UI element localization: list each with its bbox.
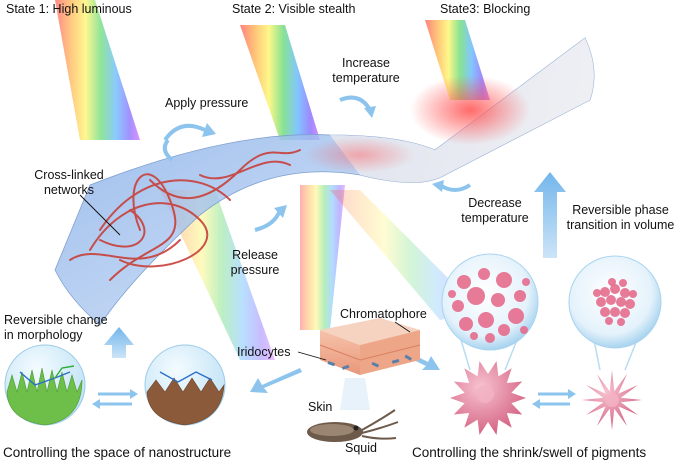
- increase-temperature-label: Increase temperature: [316, 56, 416, 86]
- pigment-granule: [485, 333, 495, 343]
- pigment-granule: [467, 287, 485, 305]
- pigment-cell-nucleus: [605, 393, 619, 407]
- decrease-temp-arrow: [440, 185, 470, 190]
- pigment-granule: [600, 307, 610, 317]
- increase-temperature-line-1: Increase: [316, 56, 416, 71]
- pigment-granule: [459, 317, 473, 331]
- crosslinked-networks-label: Cross-linked networks: [24, 168, 114, 198]
- crosslinked-line-2: networks: [24, 183, 114, 198]
- reversible-morphology-label: Reversible change in morphology: [4, 313, 108, 343]
- reversible-arrows-left: [92, 389, 138, 409]
- pigment-granule: [605, 317, 613, 325]
- reversible-morphology-line-2: in morphology: [4, 328, 108, 343]
- state-2-label: State 2: Visible stealth: [232, 2, 355, 17]
- decrease-temperature-line-2: temperature: [450, 211, 540, 226]
- apply-pressure-label: Apply pressure: [165, 96, 248, 111]
- pigment-granule: [629, 290, 637, 298]
- pigment-cell-shrunk: [582, 370, 642, 430]
- state-1-label: State 1: High luminous: [6, 2, 132, 17]
- increase-arrowhead: [364, 106, 376, 118]
- pigment-granule: [496, 272, 512, 288]
- light-beam-1: [55, 0, 140, 140]
- pigment-granule: [498, 324, 510, 336]
- pigment-cell-nucleus: [476, 385, 494, 403]
- pigment-granule: [520, 326, 528, 334]
- pigment-granule: [491, 293, 505, 307]
- pigment-granule: [593, 289, 601, 297]
- pigment-granule: [620, 288, 630, 298]
- iridocytes-label: Iridocytes: [237, 345, 291, 360]
- pigment-granule: [478, 312, 494, 328]
- pigment-granule: [508, 308, 524, 324]
- pigment-granule: [470, 332, 478, 340]
- increase-temperature-line-2: temperature: [316, 71, 416, 86]
- pigment-cell-swollen: [450, 361, 526, 435]
- pigment-granule: [620, 308, 630, 318]
- crosslinked-line-1: Cross-linked: [24, 168, 114, 183]
- state-3-label: State3: Blocking: [440, 2, 530, 17]
- decrease-temperature-label: Decrease temperature: [450, 196, 540, 226]
- pigment-granule: [610, 307, 620, 317]
- release-pressure-line-1: Release: [220, 248, 290, 263]
- pigment-granule: [457, 275, 471, 289]
- chromatophore-label: Chromatophore: [340, 307, 427, 322]
- pigment-granule: [448, 290, 456, 298]
- blocking-red-glow: [410, 75, 530, 145]
- reversible-phase-label: Reversible phase transition in volume: [558, 203, 683, 233]
- pigment-granule: [596, 297, 606, 307]
- decrease-temperature-line-1: Decrease: [450, 196, 540, 211]
- pigment-granule: [625, 299, 635, 309]
- pigment-granule: [606, 295, 616, 305]
- pigment-granule: [619, 279, 627, 287]
- pigment-granule: [452, 300, 464, 312]
- morphology-arrow: [104, 327, 134, 358]
- pigment-granule: [600, 287, 610, 297]
- squid-label: Squid: [345, 441, 377, 456]
- pigment-granule: [608, 278, 616, 286]
- left-caption: Controlling the space of nanostructure: [3, 445, 231, 460]
- right-caption: Controlling the shrink/swell of pigments: [412, 445, 646, 460]
- stealth-red-glow: [305, 137, 415, 173]
- pigment-granule: [616, 297, 626, 307]
- arrow-to-nanostructure: [250, 368, 302, 393]
- light-beam-2-lower: [300, 185, 345, 330]
- reversible-phase-line-1: Reversible phase: [558, 203, 683, 218]
- pigment-granule: [514, 290, 526, 302]
- light-beam-2: [240, 25, 320, 140]
- pigment-granule: [478, 268, 490, 280]
- release-pressure-line-2: pressure: [220, 263, 290, 278]
- skin-block: [320, 318, 420, 375]
- reversible-arrows-right: [532, 389, 576, 409]
- pigment-granule: [617, 318, 625, 326]
- reversible-phase-line-2: transition in volume: [558, 218, 683, 233]
- release-pressure-arrow: [255, 210, 280, 230]
- skin-label: Skin: [308, 400, 332, 415]
- release-pressure-label: Release pressure: [220, 248, 290, 278]
- pigment-granule: [522, 278, 530, 286]
- reversible-morphology-line-1: Reversible change: [4, 313, 108, 328]
- decrease-arrowhead: [432, 180, 444, 192]
